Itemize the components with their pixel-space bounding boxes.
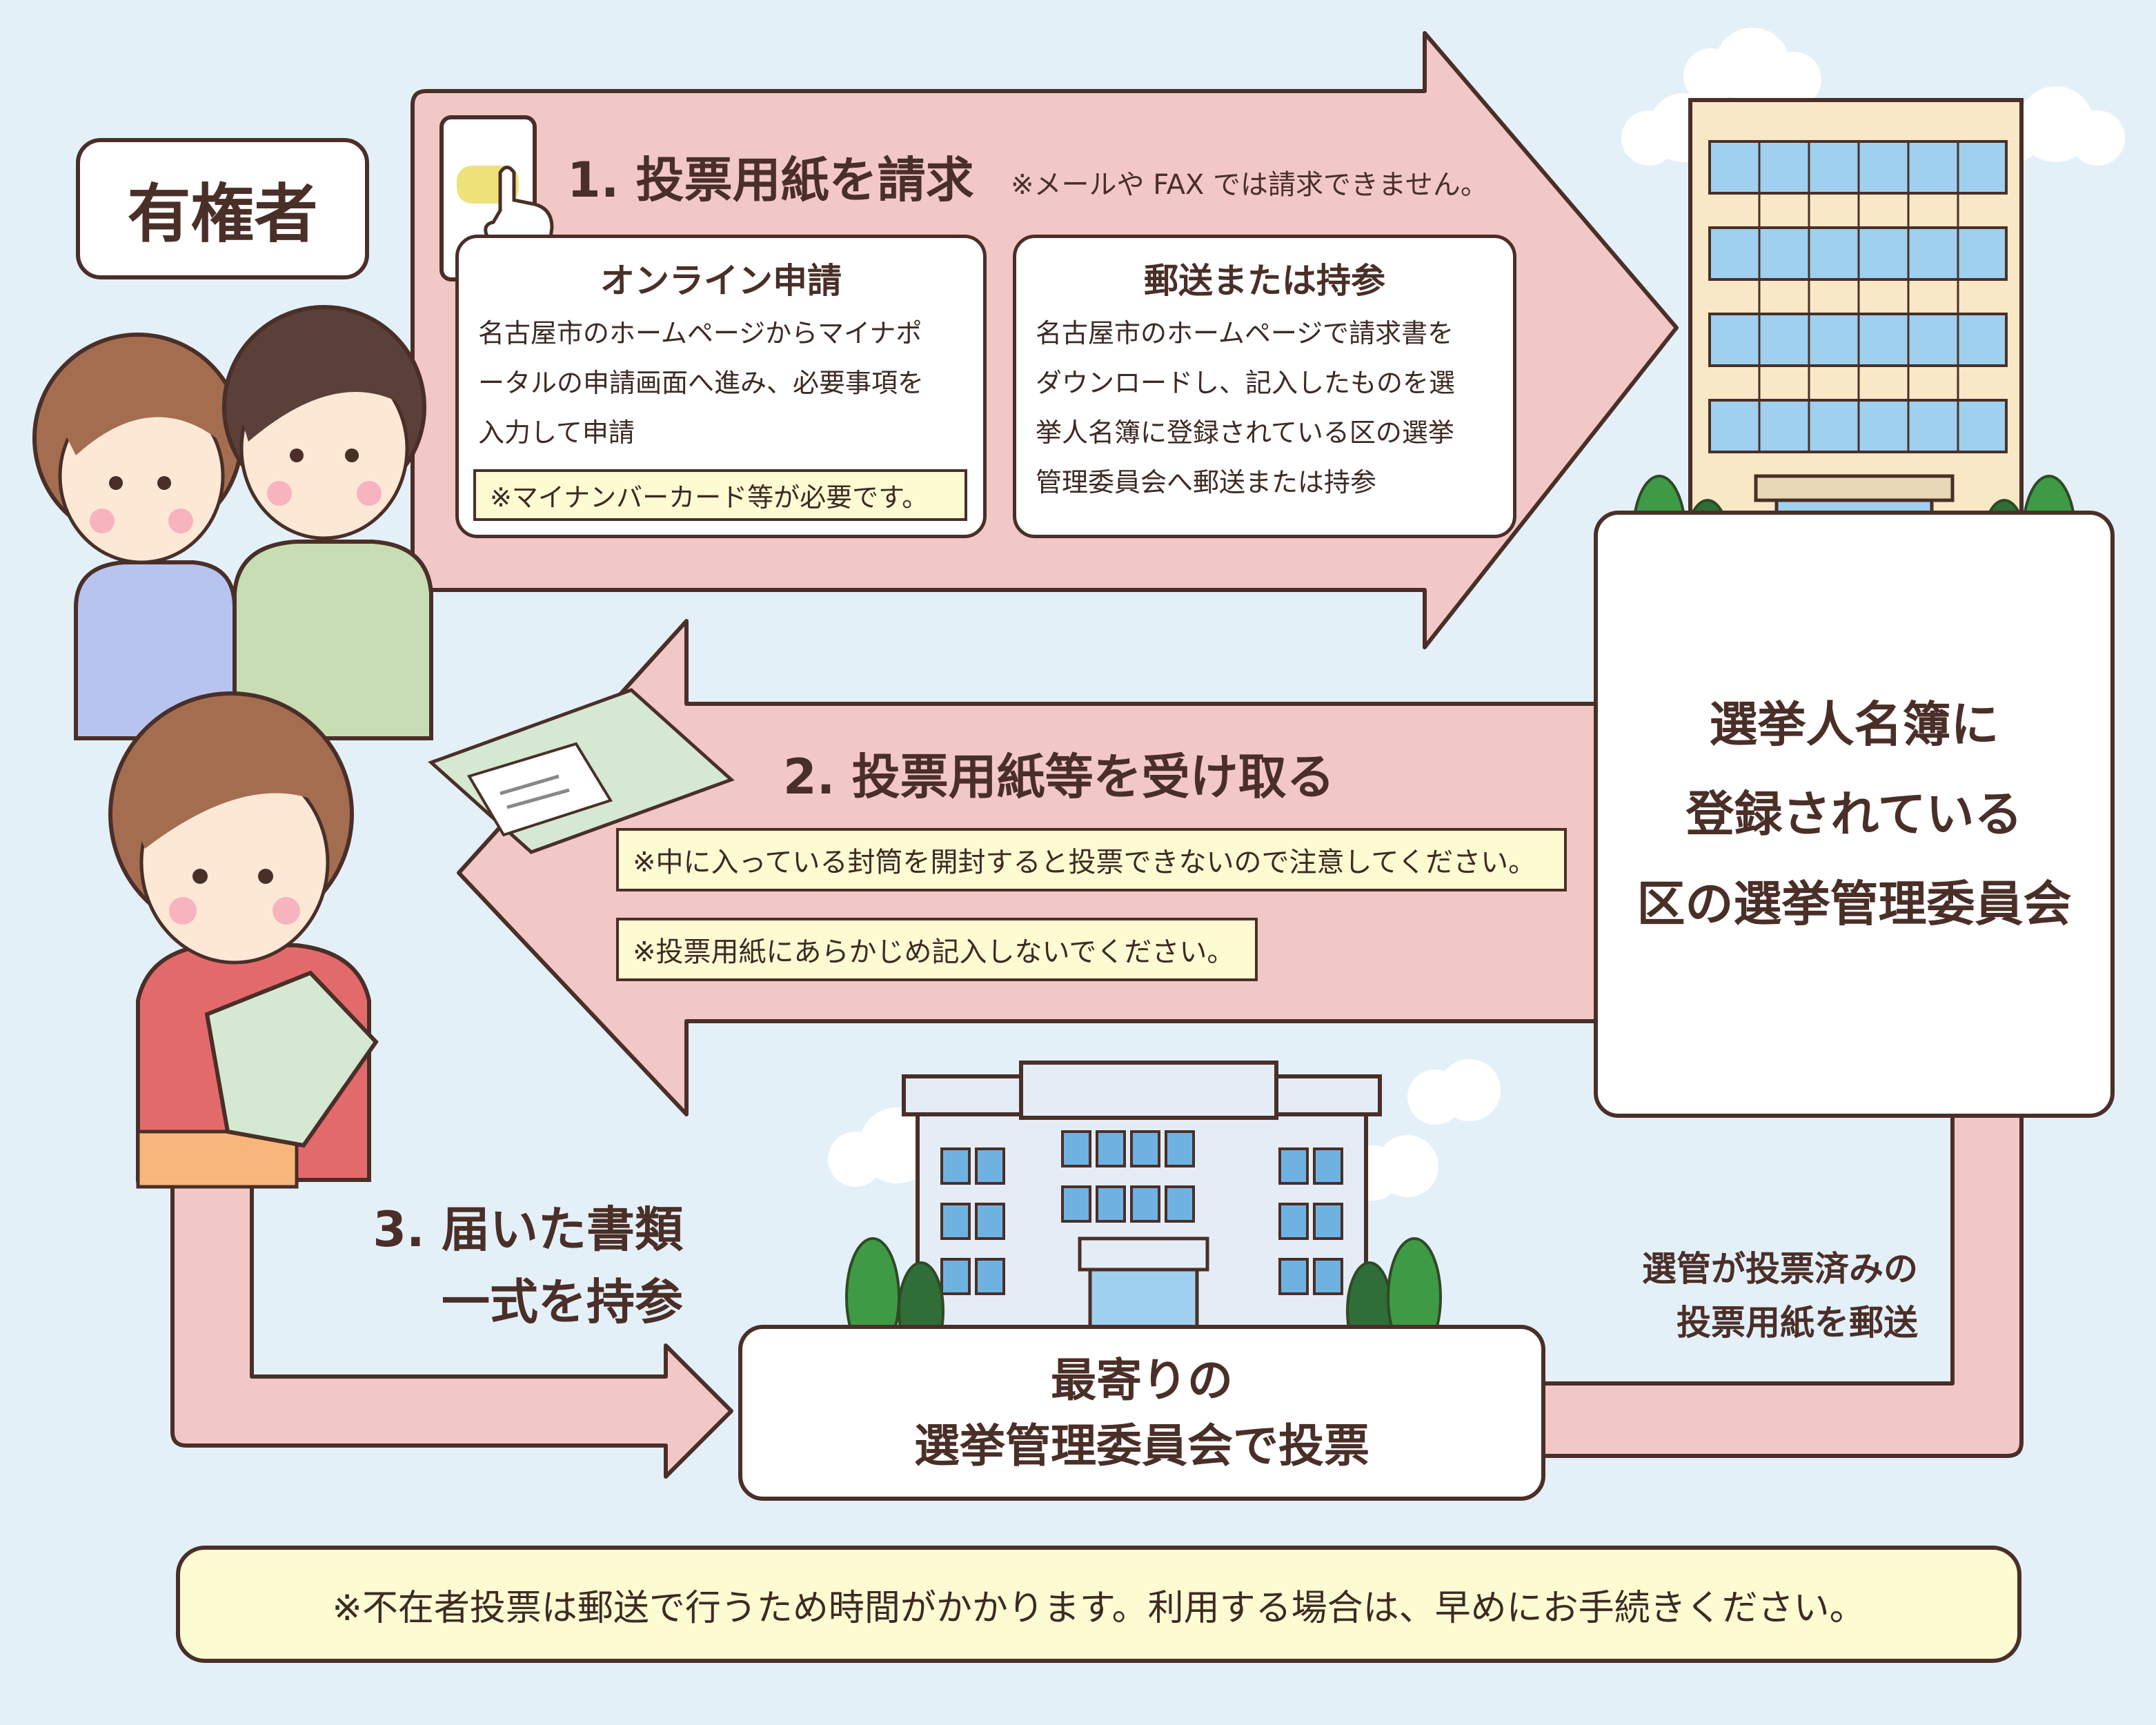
step2-note-2: ※投票用紙にあらかじめ記入しないでください。 [616, 918, 1258, 981]
footer-note: ※不在者投票は郵送で行うため時間がかかります。利用する場合は、早めにお手続きくだ… [332, 1587, 1866, 1629]
step3-arrow [170, 1171, 733, 1479]
nearest-office-line-1: 最寄りの [1051, 1353, 1233, 1407]
mail-panel-line-2: ダウンロードし、記入したものを選 [1036, 368, 1456, 398]
step3-line-1: 3. 届いた書類 [373, 1201, 683, 1258]
step3-line-2: 一式を持参 [442, 1274, 683, 1330]
mail-panel-line-3: 挙人名簿に登録されている区の選挙 [1036, 417, 1454, 448]
online-panel-title: オンライン申請 [600, 261, 842, 301]
online-panel-line-1: 名古屋市のホームページからマイナポ [478, 318, 922, 348]
person-icon [32, 305, 433, 1189]
building-icon [1688, 98, 2024, 585]
nearest-office-line-2: 選挙管理委員会で投票 [914, 1419, 1369, 1472]
registry-office-line-1: 選挙人名簿に [1709, 696, 1999, 753]
mail-panel-line-4: 管理委員会へ郵送または持参 [1036, 467, 1377, 497]
mail-panel-title: 郵送または持参 [1144, 261, 1385, 301]
mail-panel-line-1: 名古屋市のホームページで請求書を [1036, 318, 1454, 348]
online-panel-line-2: ータルの申請画面へ進み、必要事項を [478, 368, 924, 398]
envelope-icon [428, 688, 735, 854]
mail-application-panel: 郵送または持参 名古屋市のホームページで請求書を ダウンロードし、記入したものを… [1013, 235, 1516, 538]
building-icon [902, 1061, 1382, 1361]
voter-label: 有権者 [127, 177, 318, 251]
registry-office-box: 選挙人名簿に 登録されている 区の選挙管理委員会 [1594, 511, 2115, 1118]
step2-title: 2. 投票用紙等を受け取る [783, 749, 1335, 805]
mail-back-label: 選管が投票済みの 投票用紙を郵送 [1504, 1242, 1918, 1350]
footer-note-box: ※不在者投票は郵送で行うため時間がかかります。利用する場合は、早めにお手続きくだ… [176, 1546, 2021, 1663]
mail-back-line-1: 選管が投票済みの [1642, 1249, 1918, 1289]
registry-office-line-3: 区の選挙管理委員会 [1636, 876, 2072, 932]
mail-back-line-2: 投票用紙を郵送 [1677, 1303, 1918, 1343]
registry-office-line-2: 登録されている [1685, 786, 2023, 842]
online-panel-line-3: 入力して申請 [478, 417, 635, 448]
nearest-office-box: 最寄りの 選挙管理委員会で投票 [738, 1325, 1545, 1501]
step1-caution: ※メールや FAX では請求できません。 [1011, 169, 1488, 201]
online-panel-note: ※マイナンバーカード等が必要です。 [473, 469, 967, 521]
step2-note-1: ※中に入っている封筒を開封すると投票できないので注意してください。 [616, 828, 1567, 891]
step1-title: 1. 投票用紙を請求 [567, 152, 974, 208]
step3-label: 3. 届いた書類 一式を持参 [297, 1194, 683, 1339]
voter-label-box: 有権者 [76, 138, 369, 279]
